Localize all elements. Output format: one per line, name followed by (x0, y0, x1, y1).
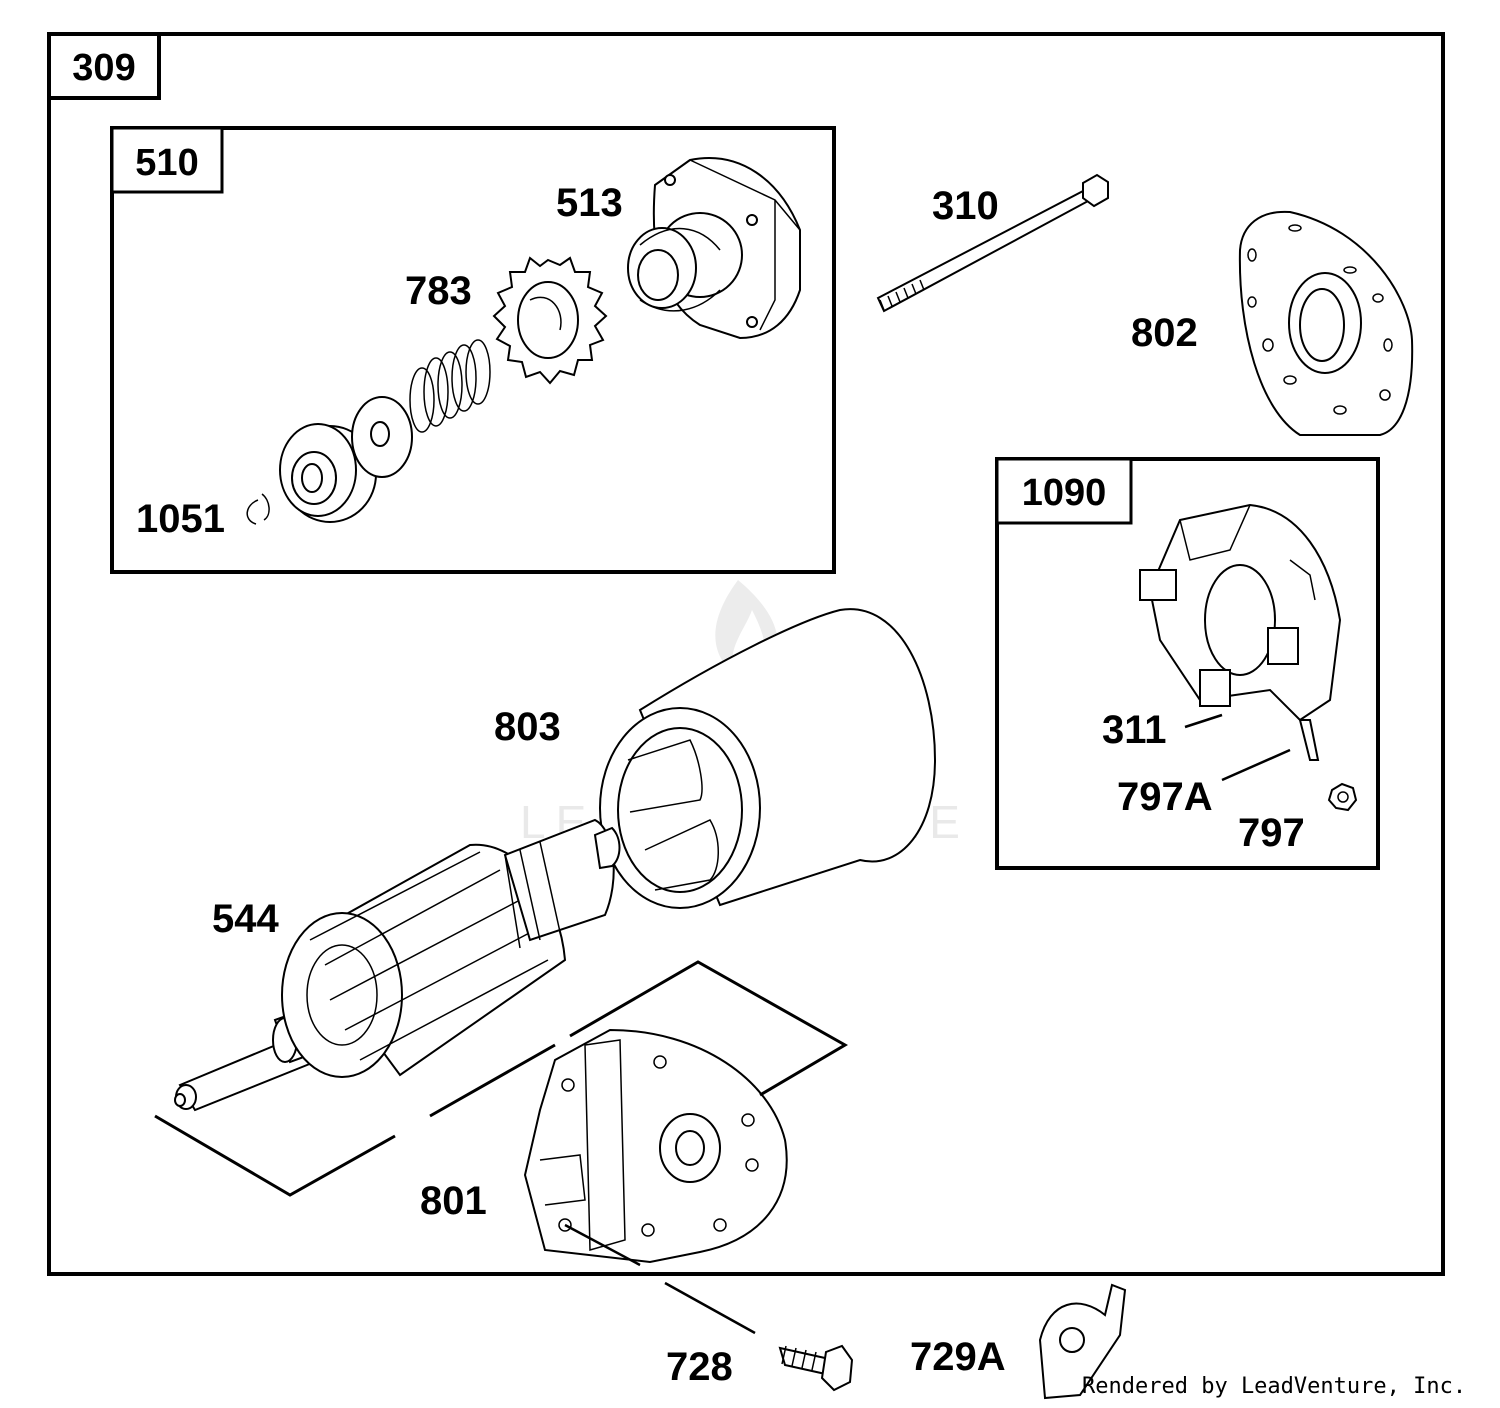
label-544: 544 (212, 897, 279, 941)
label-797a: 797A (1117, 775, 1213, 819)
nut-part (1327, 782, 1358, 812)
leader-728-lower (664, 1281, 756, 1335)
assembly-frame-309 (47, 32, 1445, 1276)
pinion-gear-part (492, 256, 608, 385)
leader-728 (564, 1223, 641, 1267)
through-bolt-part (876, 173, 1109, 313)
label-1051: 1051 (136, 497, 225, 541)
washer-part (351, 396, 413, 478)
end-plate-part (1238, 210, 1414, 436)
spring-part (409, 339, 491, 433)
label-729a: 729A (910, 1335, 1006, 1379)
assembly-frame-510 (110, 126, 836, 574)
leader-311 (1184, 713, 1223, 729)
label-1090: 1090 (1022, 472, 1107, 514)
armature-part (174, 818, 621, 1112)
label-802: 802 (1131, 311, 1198, 355)
label-783: 783 (405, 269, 472, 313)
leader-797a (1221, 748, 1291, 782)
bracket-part (1038, 1283, 1127, 1400)
render-credit: Rendered by LeadVenture, Inc. (1082, 1374, 1466, 1399)
label-803: 803 (494, 705, 561, 749)
frame-309-tab (47, 32, 161, 100)
label-311: 311 (1102, 708, 1167, 752)
commutator-end-plate-part (523, 1028, 788, 1264)
label-513: 513 (556, 181, 623, 225)
label-309: 309 (72, 47, 135, 89)
label-728: 728 (666, 1345, 733, 1389)
assembly-frame-1090 (995, 457, 1380, 870)
screw-part (778, 1344, 854, 1392)
field-frame-part (599, 608, 937, 909)
frame-1090-tab (995, 457, 1133, 525)
label-801: 801 (420, 1179, 487, 1223)
brush-holder-part (1139, 503, 1342, 761)
frame-510-tab (110, 126, 224, 194)
leader-lines (564, 713, 1291, 1335)
label-310: 310 (932, 184, 999, 228)
label-510: 510 (135, 142, 198, 184)
label-797: 797 (1238, 811, 1305, 855)
retaining-ring-part (246, 493, 270, 525)
drive-housing-part (627, 157, 801, 340)
assembly-outline (154, 960, 849, 1197)
